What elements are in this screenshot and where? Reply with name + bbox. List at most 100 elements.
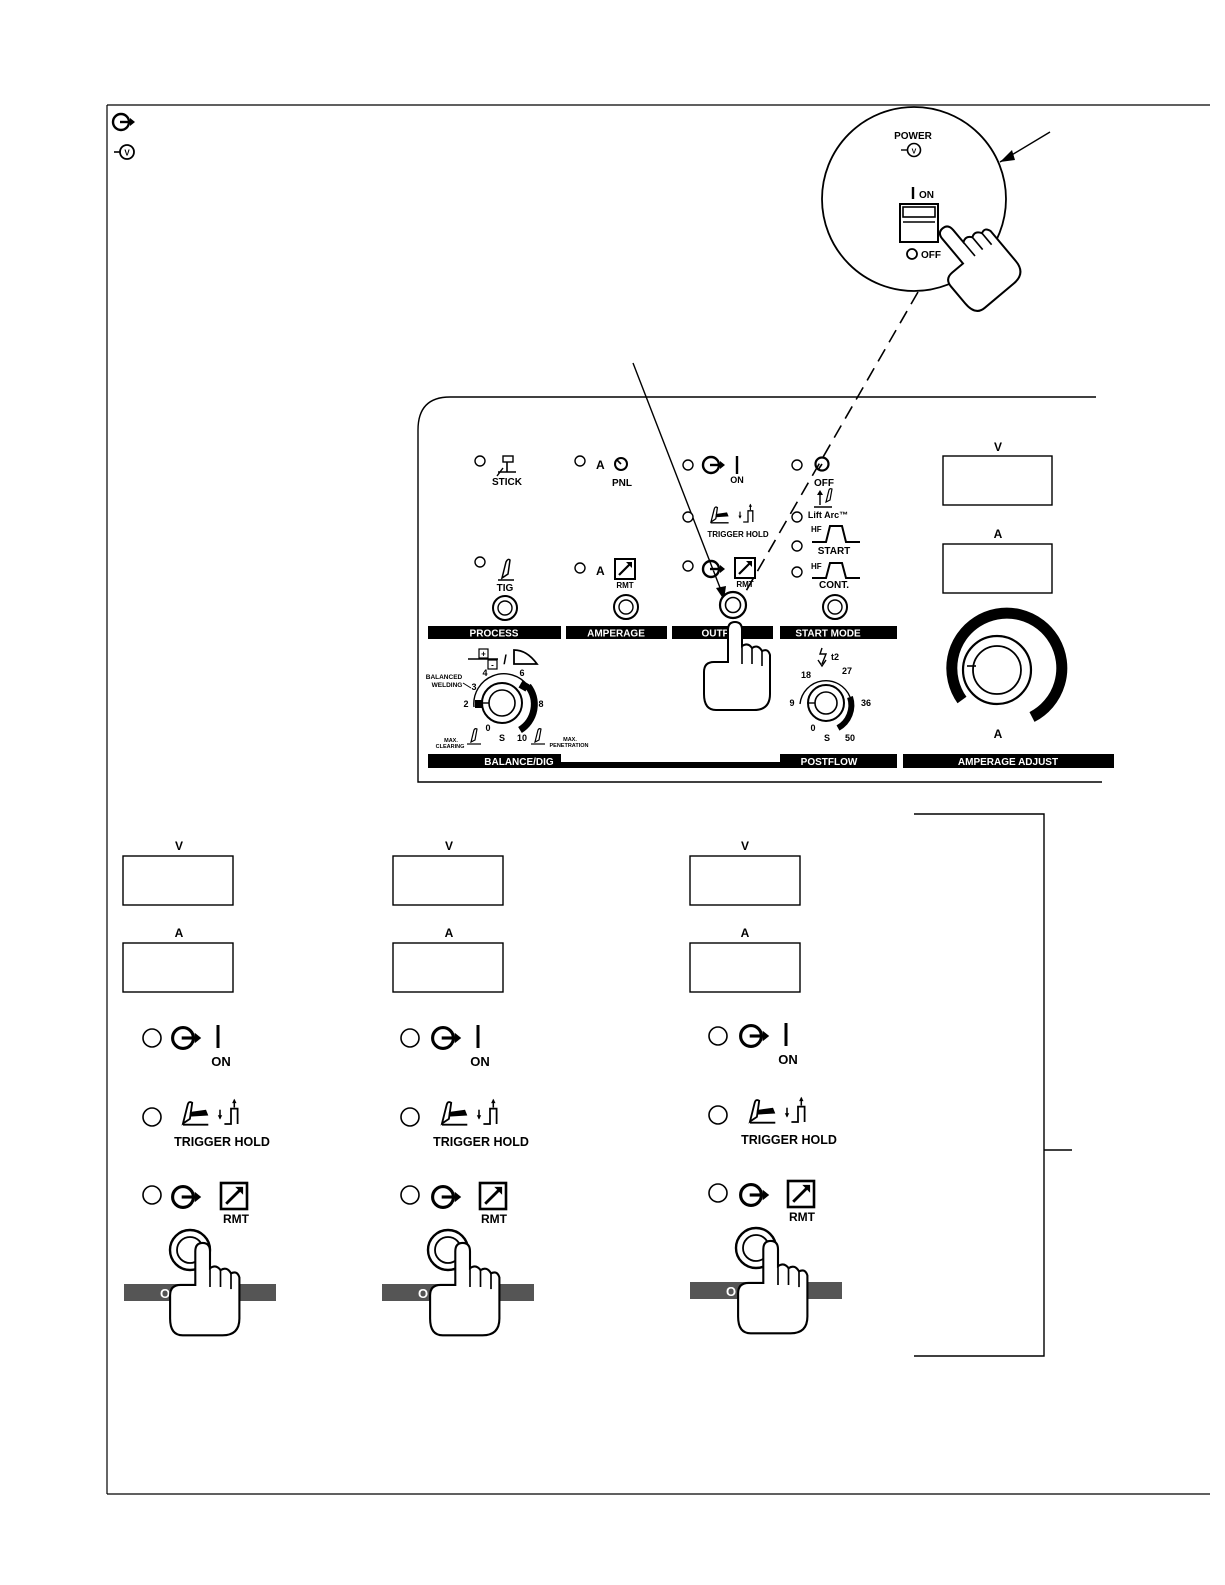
svg-text:BALANCED: BALANCED — [426, 674, 463, 681]
torch-icon — [710, 506, 730, 524]
remote-icon — [478, 1181, 508, 1211]
amperage-adjust-label: AMPERAGE ADJUST — [958, 757, 1058, 768]
off-mark-icon — [906, 248, 918, 260]
detail-trigger-hold-label: TRIGGER HOLD — [741, 1133, 837, 1147]
stick-label: STICK — [492, 477, 523, 488]
detail-bracket — [914, 813, 1072, 1357]
detail-on-label: ON — [211, 1054, 231, 1069]
output-on-indicator-light — [682, 459, 694, 471]
torch-icon — [182, 1101, 210, 1126]
remote-icon — [613, 557, 637, 581]
svg-text:4: 4 — [482, 668, 487, 678]
detail-amp-unit: A — [445, 926, 454, 940]
svg-text:O: O — [160, 1286, 170, 1301]
output-symbol-icon — [701, 559, 727, 579]
detail-trigger-hold-indicator-light — [142, 1107, 162, 1127]
svg-text:/: / — [503, 652, 507, 667]
power-title: POWER — [894, 131, 933, 142]
svg-text:S: S — [824, 733, 830, 743]
detail-amp-display — [689, 942, 801, 993]
start-off-icon — [814, 456, 830, 472]
lift-arc-indicator-light — [791, 511, 803, 523]
process-button[interactable] — [492, 595, 518, 621]
hf-start-label: START — [818, 546, 851, 557]
output-symbol-icon — [739, 1024, 771, 1048]
detail-trigger-hold-label: TRIGGER HOLD — [174, 1135, 270, 1149]
detail-rmt-indicator-light — [708, 1183, 728, 1203]
power-switch-inset: POWER V ON OFF — [821, 106, 1051, 317]
amperage-button[interactable] — [613, 594, 639, 620]
detail-volt-unit: V — [741, 839, 749, 853]
balance-dig-label: BALANCE/DIG — [484, 757, 554, 768]
panel-knob-icon — [614, 457, 628, 471]
detail-rmt-indicator-light — [142, 1185, 162, 1205]
remote-icon — [733, 556, 757, 580]
power-on-label: ON — [919, 190, 934, 201]
detail-trigger-hold-label: TRIGGER HOLD — [433, 1135, 529, 1149]
output-leader-line — [632, 362, 725, 599]
amperage-section: A PNL A RMT AMPERAGE — [566, 455, 667, 640]
svg-text:27: 27 — [842, 666, 852, 676]
svg-text:0: 0 — [485, 723, 490, 733]
svg-text:0: 0 — [810, 723, 815, 733]
svg-text:18: 18 — [801, 670, 811, 680]
svg-text:V: V — [912, 149, 917, 156]
amperage-unit-label: A — [596, 458, 605, 472]
detail-amp-display — [122, 942, 234, 993]
svg-text:6: 6 — [519, 668, 524, 678]
svg-text:9: 9 — [789, 698, 794, 708]
output-button[interactable] — [718, 590, 748, 620]
svg-text:8: 8 — [538, 699, 543, 709]
detail-rmt-indicator-light — [400, 1185, 420, 1205]
hf-start-indicator-light — [791, 540, 803, 552]
output-symbol-icon — [431, 1185, 463, 1209]
amp-meter-display — [942, 543, 1053, 594]
balance-dig-knob[interactable] — [481, 682, 523, 724]
trigger-hold-label: TRIGGER HOLD — [707, 530, 769, 539]
detail-on-indicator-light — [400, 1028, 420, 1048]
remote-icon — [786, 1179, 816, 1209]
svg-text:HF: HF — [811, 562, 822, 571]
power-off-label: OFF — [921, 250, 941, 261]
detail-rmt-label: RMT — [789, 1210, 816, 1224]
hf-cont-label: CONT. — [819, 580, 849, 591]
postflow-gas-icon — [817, 647, 828, 668]
svg-text:O: O — [418, 1286, 428, 1301]
dashed-connector-line — [741, 291, 919, 599]
torch-clearing-icon — [467, 728, 481, 745]
svg-text:+: + — [481, 650, 486, 659]
balance-waveform-icon: + - / — [468, 648, 539, 670]
torch-icon — [749, 1099, 777, 1124]
amperage-adjust-knob[interactable] — [961, 634, 1033, 706]
trigger-pulse-icon — [737, 502, 754, 523]
panel-meters: V A — [942, 440, 1053, 594]
svg-text:36: 36 — [861, 698, 871, 708]
postflow-knob[interactable] — [807, 684, 845, 722]
detail-view-1: V A ON TRIGGER HOLD RMT O T — [122, 839, 276, 1337]
process-section-label: PROCESS — [470, 629, 519, 640]
svg-text:t2: t2 — [831, 652, 839, 662]
pnl-label: PNL — [612, 478, 632, 489]
stick-indicator-light — [474, 455, 486, 467]
detail-rmt-label: RMT — [223, 1212, 250, 1226]
detail-volt-display — [689, 855, 801, 906]
output-symbol-icon — [701, 455, 727, 475]
start-mode-button[interactable] — [822, 594, 848, 620]
detail-rmt-label: RMT — [481, 1212, 508, 1226]
svg-text:V: V — [124, 149, 130, 158]
lift-arc-label: Lift Arc™ — [808, 510, 848, 520]
output-symbol-icon — [171, 1185, 203, 1209]
output-symbol-icon — [431, 1026, 463, 1050]
svg-text:HF: HF — [811, 525, 822, 534]
balance-dig-section: + - / 0 2 3 4 6 8 10 S BALANCED — [426, 648, 780, 768]
hf-start-icon: HF — [811, 525, 860, 543]
detail-amp-unit: A — [175, 926, 184, 940]
amp-meter-unit: A — [994, 527, 1003, 541]
power-switch[interactable] — [899, 203, 939, 243]
start-off-indicator-light — [791, 459, 803, 471]
detail-volt-unit: V — [175, 839, 183, 853]
amperage-adjust-unit: A — [994, 727, 1003, 741]
svg-text:2: 2 — [463, 699, 468, 709]
